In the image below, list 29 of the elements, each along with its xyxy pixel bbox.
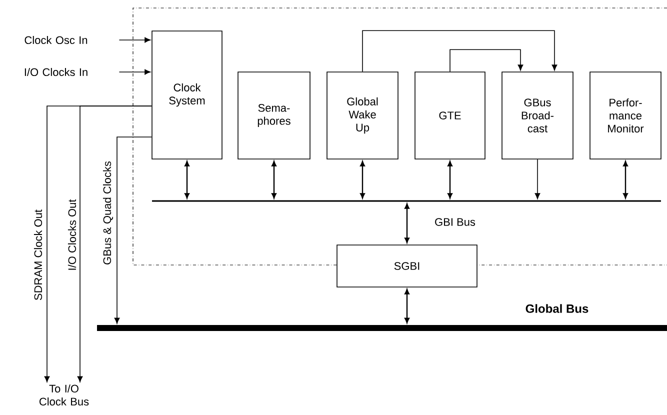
edge-label: I/O Clocks Out [66,198,78,272]
block-box: SGBI [336,244,478,288]
arrow [362,30,558,72]
signal-label: I/O Clocks In [24,68,88,76]
arrow [77,106,152,382]
arrow [360,160,365,198]
block-box: GBus Broad- cast [502,72,574,160]
block-box: GTE [414,72,486,160]
edge-label: SDRAM Clock Out [32,208,44,302]
bus-label: Global Bus [526,304,588,313]
edge-label: GBus & Quad Clocks [102,160,114,266]
arrow [448,160,452,198]
arrow [184,160,190,198]
arrow [118,37,151,43]
block-box: Clock System [152,30,222,160]
arrow [534,159,540,200]
signal-label: Clock Osc In [24,36,88,44]
arrow [450,49,524,72]
block-box: Global Wake Up [326,72,398,160]
arrow [272,160,276,198]
arrow [114,136,152,324]
arrow [404,288,410,324]
arrow [404,203,410,243]
arrow [118,69,151,75]
block-box: Sema- phores [238,72,310,160]
arrow [623,160,628,198]
edge-label: GBI Bus [434,217,476,227]
block-box: Perfor- mance Monitor [590,72,662,160]
signal-label: To I/O Clock Bus [40,384,89,406]
